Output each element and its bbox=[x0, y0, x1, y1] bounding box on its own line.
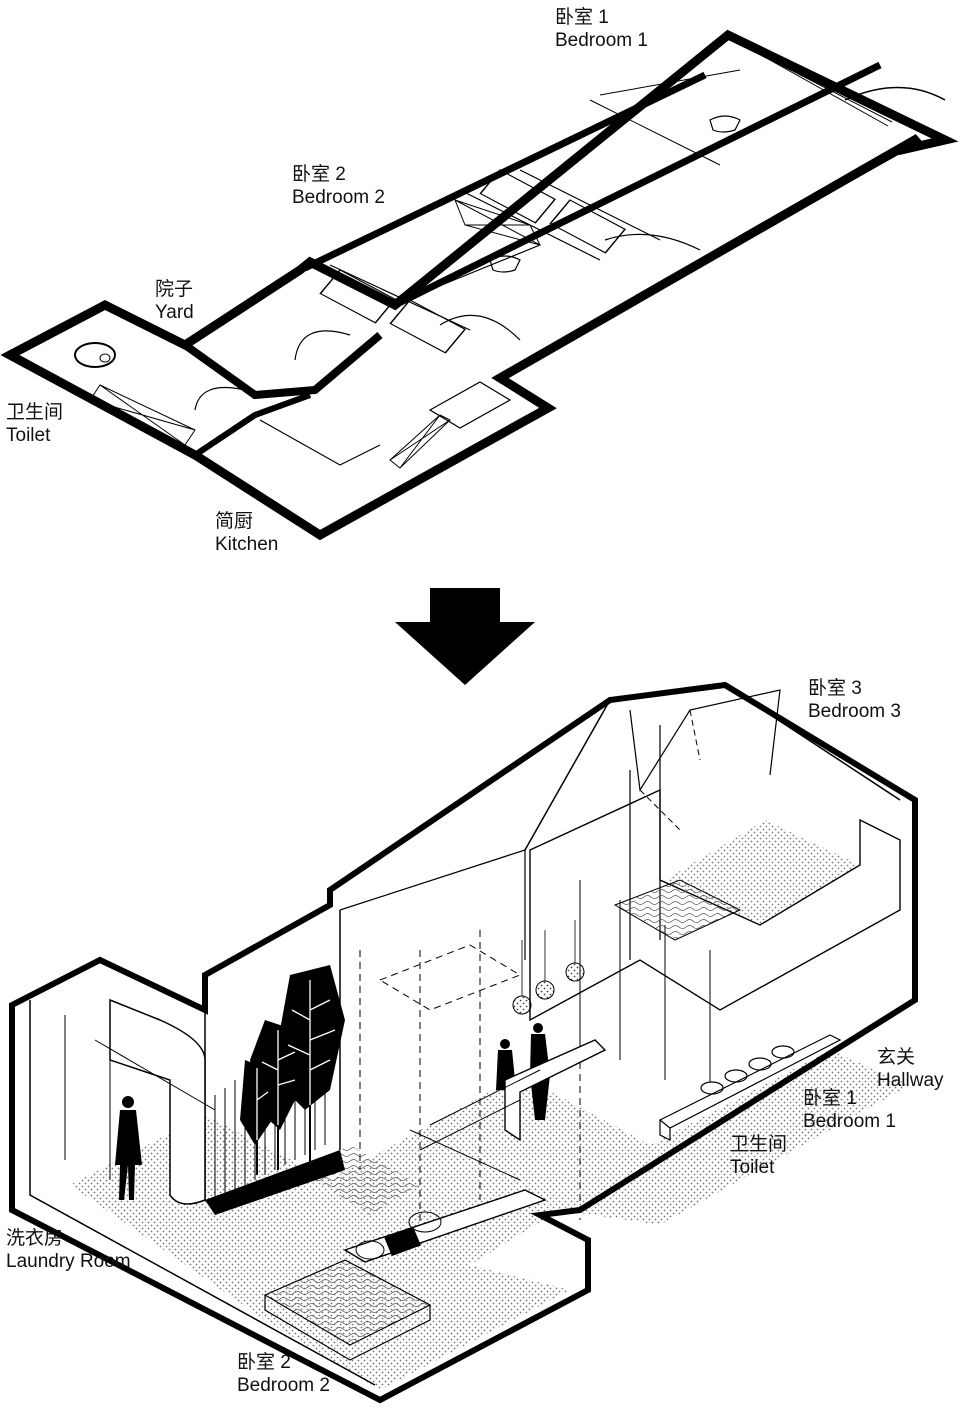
dining-counter bbox=[504, 1039, 607, 1142]
before-plan bbox=[0, 29, 959, 541]
after-axonometric bbox=[9, 681, 918, 1404]
pendant-lamp-icon bbox=[512, 995, 532, 1015]
arrow-down-icon bbox=[395, 588, 535, 685]
before-partition-wall bbox=[303, 61, 902, 309]
after-outer-wall bbox=[9, 681, 918, 1404]
before-outer-wall bbox=[0, 29, 959, 541]
cooktop-icon bbox=[384, 1227, 421, 1256]
tree-icon bbox=[240, 965, 345, 1145]
bedroom3-loft bbox=[529, 788, 901, 1022]
